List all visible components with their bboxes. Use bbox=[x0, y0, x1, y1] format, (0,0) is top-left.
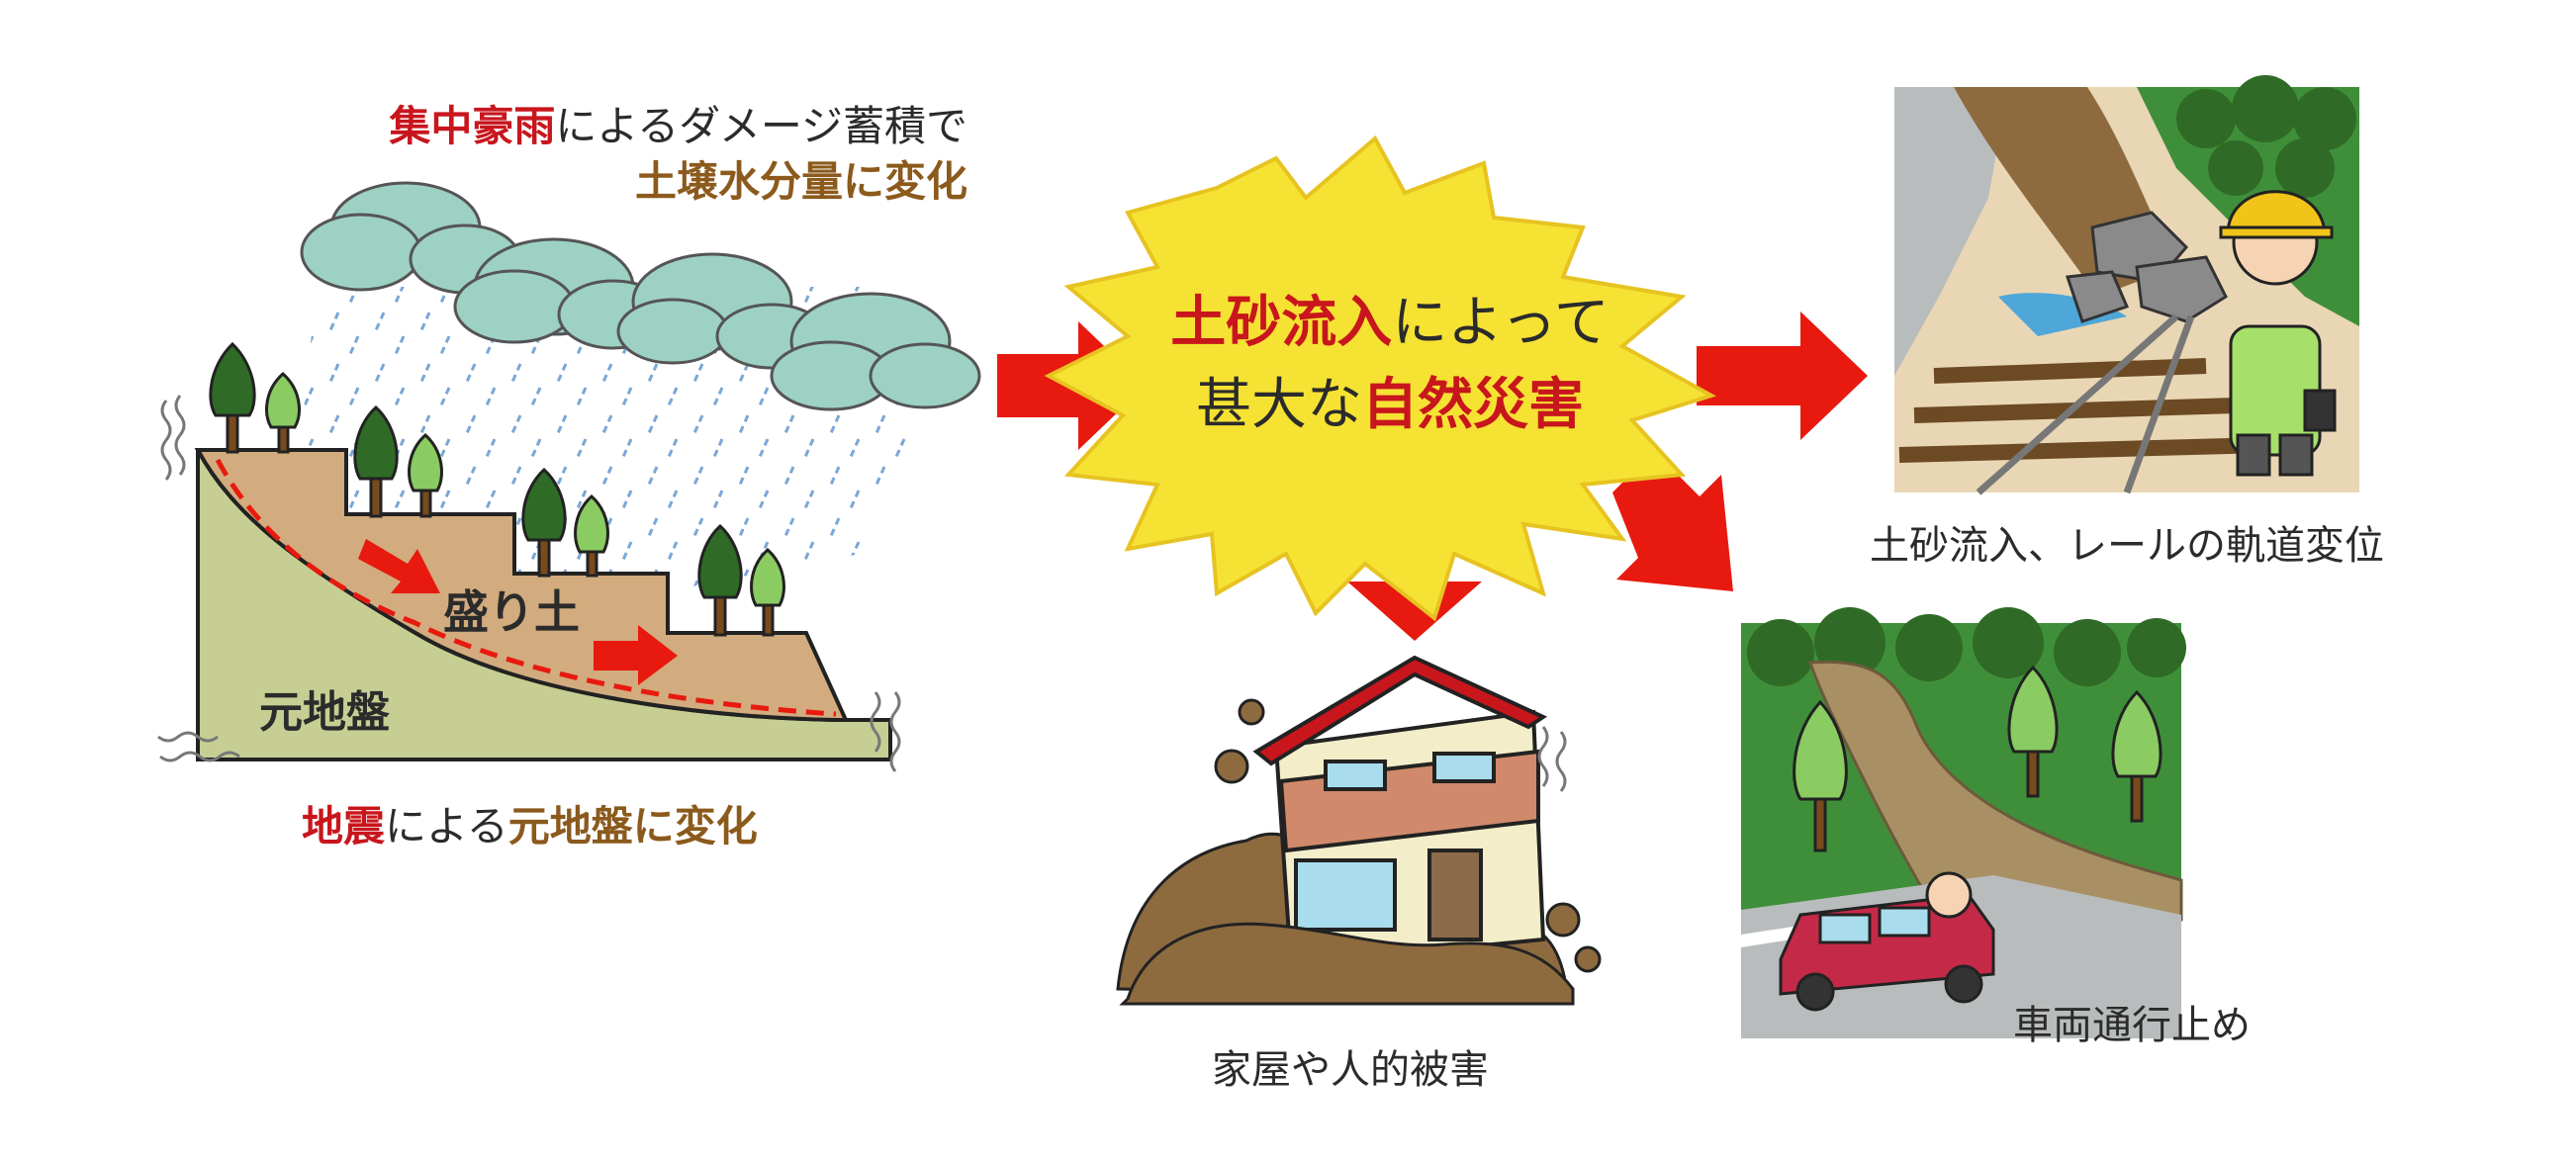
tree-icon bbox=[209, 341, 301, 454]
flow-arrow-icon bbox=[358, 539, 440, 593]
rock-icon bbox=[2065, 211, 2228, 323]
slip-line bbox=[215, 458, 837, 717]
burst-line-1: 土砂流入によって bbox=[1170, 291, 1610, 355]
road-panel bbox=[1741, 607, 2186, 1038]
burst-line-2: 甚大な自然災害 bbox=[1196, 373, 1584, 437]
tree-icon bbox=[1793, 665, 2162, 852]
car-icon bbox=[1779, 871, 1995, 1012]
road-caption: 車両通行止め bbox=[2013, 1003, 2251, 1048]
quake-shake-lines bbox=[157, 395, 901, 772]
rain-cause-caption: 集中豪雨によるダメージ蓄積で bbox=[388, 102, 967, 150]
rock-icon bbox=[1214, 698, 1602, 973]
flow-arrow-icon bbox=[594, 625, 678, 685]
house-icon bbox=[1252, 655, 1548, 967]
house-caption: 家屋や人的被害 bbox=[1212, 1047, 1489, 1093]
fill-soil bbox=[194, 448, 850, 722]
base-ground-label: 元地盤 bbox=[259, 687, 390, 738]
helmet-worker-icon bbox=[2219, 190, 2337, 477]
explosion-burst-icon bbox=[1044, 134, 1717, 622]
quake-cause-caption: 地震による元地盤に変化 bbox=[302, 802, 758, 850]
arrow-to-railway bbox=[1697, 312, 1868, 440]
slope-illustration: 盛り土 元地盤 bbox=[157, 181, 981, 772]
railway-panel bbox=[1894, 75, 2359, 495]
arrow-to-road bbox=[1612, 451, 1733, 591]
tree-icon bbox=[697, 523, 785, 637]
house-panel bbox=[1116, 655, 1602, 1006]
tree-icon bbox=[521, 467, 609, 578]
fill-soil-label: 盛り土 bbox=[443, 585, 580, 639]
tree-icon bbox=[353, 404, 443, 518]
railway-caption: 土砂流入、レールの軌道変位 bbox=[1870, 523, 2384, 569]
rain-result-caption: 土壌水分量に変化 bbox=[635, 157, 967, 206]
